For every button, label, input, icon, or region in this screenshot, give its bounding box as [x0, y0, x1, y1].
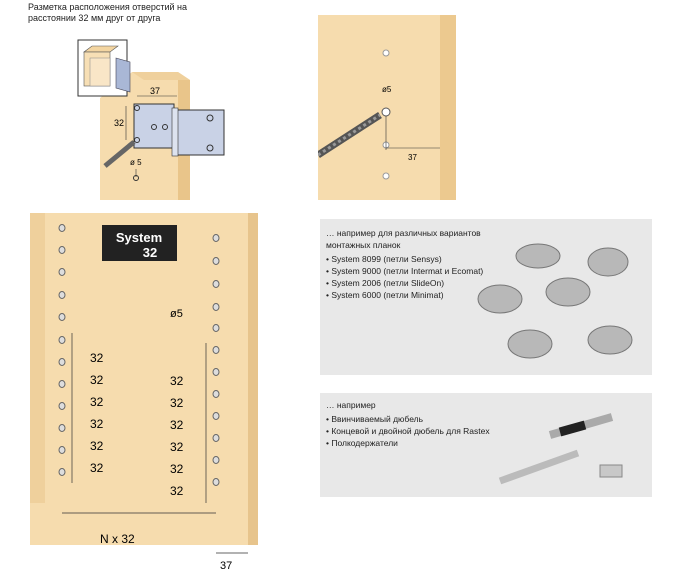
hole: [58, 358, 66, 366]
pitch-label: 32: [90, 439, 104, 453]
hole: [58, 224, 66, 232]
pitch-label: 32: [170, 462, 184, 476]
pitch-label: 32: [90, 417, 104, 431]
drilling-template-illustration: 37 32 ø 5: [77, 39, 225, 200]
hole: [212, 434, 220, 442]
dim-diameter: ø 5: [130, 158, 142, 167]
hole: [212, 234, 220, 242]
hole: [58, 268, 66, 276]
dim-height: 32: [114, 118, 124, 128]
list-item: System 6000 (петли Minimat): [326, 289, 652, 301]
pitch-label: 32: [170, 396, 184, 410]
pitch-label: 32: [90, 351, 104, 365]
hole: [58, 313, 66, 321]
hole: [212, 280, 220, 288]
list-item: Концевой и двойной дюбель для Rastex: [326, 425, 652, 437]
caption-line: расстоянии 32 мм друг от друга: [28, 13, 161, 23]
dim-width: 37: [150, 86, 160, 96]
hole: [58, 336, 66, 344]
mounting-plates-photo: [477, 243, 633, 359]
pitch-label: 32: [170, 418, 184, 432]
hole: [212, 412, 220, 420]
caption-line: Разметка расположения отверстий на: [28, 2, 188, 12]
hole: [58, 402, 66, 410]
dowel-list: Ввинчиваемый дюбель Концевой и двойной д…: [326, 413, 652, 449]
intro-text: … например для различных вариантов: [326, 228, 481, 238]
dowels-photo: [498, 413, 623, 485]
pitch-label: 32: [90, 395, 104, 409]
pitch-label: 32: [170, 374, 184, 388]
hole: [58, 424, 66, 432]
hole: [212, 257, 220, 265]
hinge-list: System 8099 (петли Sensys) System 9000 (…: [326, 253, 652, 301]
system32-diagram: System 32 ø5 32 32 32 32 32 32 32 32 32 32 32 32 N …: [30, 213, 258, 572]
hole: [58, 468, 66, 476]
intro-text: … например: [326, 400, 376, 410]
pitch-label: 32: [90, 373, 104, 387]
list-item: Полкодержатели: [326, 437, 652, 449]
hole: [212, 324, 220, 332]
dim-diameter: ø5: [170, 308, 183, 320]
drilling-caption: Разметка расположения отверстий на расст…: [28, 2, 187, 24]
logo-system32: System 32: [102, 225, 177, 261]
dim-diameter: ø5: [382, 85, 392, 94]
total-label: N x 32: [100, 532, 135, 546]
svg-text:32: 32: [143, 245, 157, 260]
hole: [58, 246, 66, 254]
list-item: System 8099 (петли Sensys): [326, 253, 652, 265]
hole: [58, 380, 66, 388]
hole: [212, 390, 220, 398]
list-item: System 2006 (петли SlideOn): [326, 277, 652, 289]
list-item: System 9000 (петли Intermat и Ecomat): [326, 265, 652, 277]
pitch-label: 32: [90, 461, 104, 475]
svg-text:System: System: [116, 230, 162, 245]
hole: [212, 368, 220, 376]
list-item: Ввинчиваемый дюбель: [326, 413, 652, 425]
hole: [212, 478, 220, 486]
hole: [212, 456, 220, 464]
hole: [212, 303, 220, 311]
drill-hole-illustration: ø5 37: [318, 15, 456, 200]
pitch-label: 32: [170, 440, 184, 454]
hole: [58, 446, 66, 454]
offset-label: 37: [220, 560, 232, 572]
dowels-box: … например Ввинчиваемый дюбель Концевой …: [320, 393, 652, 497]
hole: [212, 346, 220, 354]
pitch-label: 32: [170, 484, 184, 498]
hole: [58, 291, 66, 299]
intro-text: монтажных планок: [326, 240, 401, 250]
dim-offset: 37: [408, 153, 417, 162]
hinge-plates-box: … например для различных вариантов монта…: [320, 219, 652, 375]
